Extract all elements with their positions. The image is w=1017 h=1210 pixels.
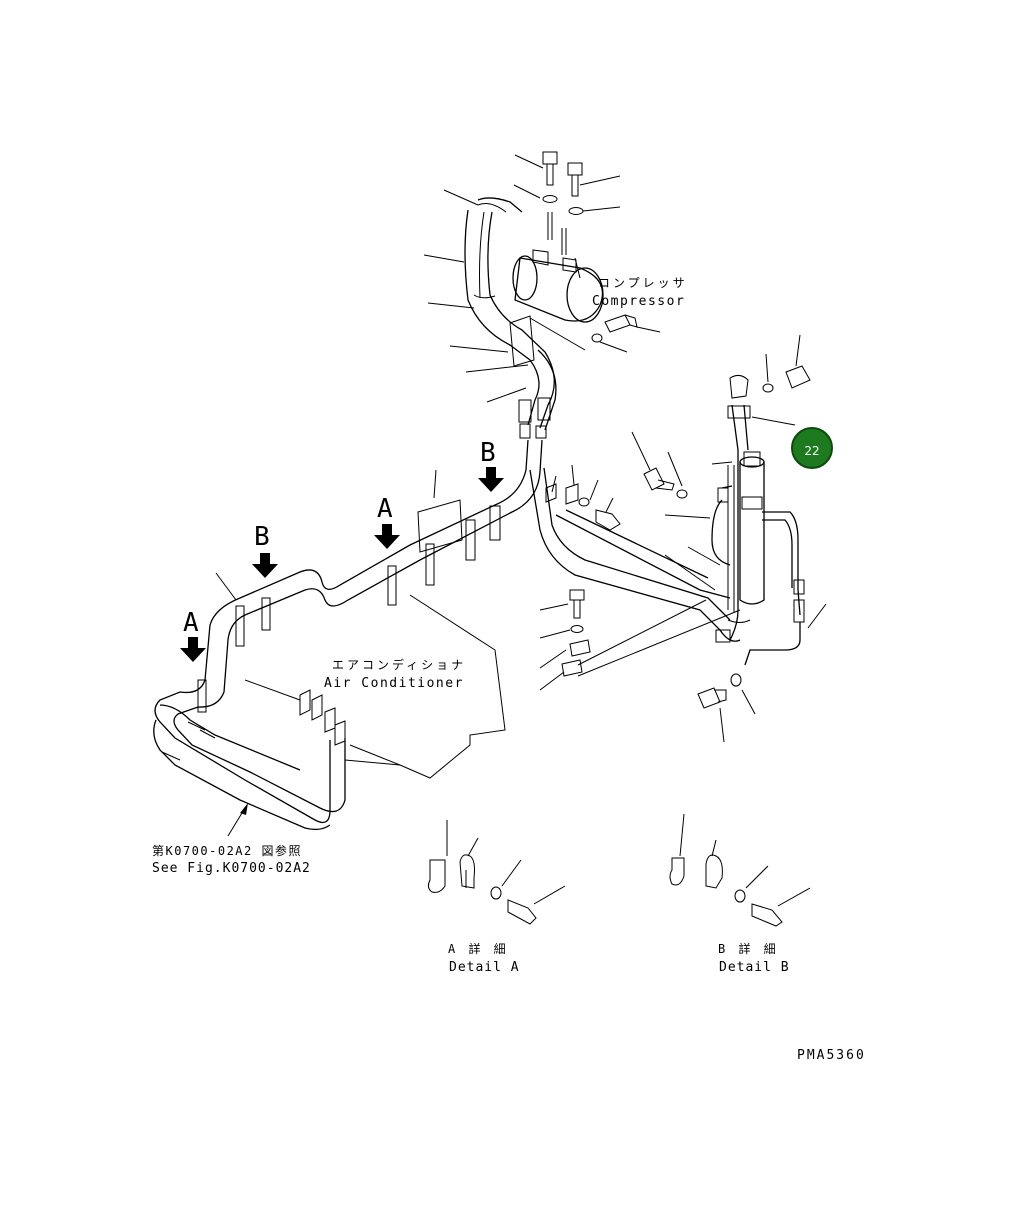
detail-b-label-jp: B 詳 細 [718, 941, 779, 956]
receiver-drier-assembly [529, 334, 827, 743]
detail-a-label-jp: A 詳 細 [448, 941, 509, 956]
bolt-icon [643, 467, 675, 491]
aircon-label-en: Air Conditioner [324, 676, 464, 691]
bolt-icon [697, 687, 727, 709]
view-marker-a-left: A [180, 608, 206, 662]
callout-badge-number: 22 [804, 444, 819, 458]
view-marker-letter: B [254, 522, 270, 552]
view-marker-letter: B [480, 438, 496, 468]
compressor-assembly: コンプレッサ Compressor [512, 151, 688, 353]
compressor-label-en: Compressor [592, 294, 685, 309]
view-marker-b-right: B [478, 438, 504, 492]
aircon-label-jp: エアコンディショナ [332, 657, 466, 672]
bolt-icon [785, 365, 811, 389]
air-conditioner-outline: エアコンディショナ Air Conditioner [324, 594, 506, 779]
view-marker-letter: A [377, 494, 393, 524]
bolt-icon [604, 314, 638, 333]
drawing-number: PMA5360 [797, 1048, 866, 1063]
see-fig-label-en: See Fig.K0700-02A2 [152, 861, 311, 876]
see-fig-label-jp: 第K0700-02A2 図参照 [152, 843, 302, 858]
bolt-icon [569, 589, 585, 619]
bolt-icon [751, 903, 783, 927]
view-marker-letter: A [183, 608, 199, 638]
detail-a: A 詳 細 Detail A [427, 820, 566, 975]
bolt-icon [507, 899, 537, 925]
compressor-label-jp: コンプレッサ [598, 276, 688, 290]
bolt-icon [542, 151, 558, 186]
bolt-icon [567, 162, 583, 197]
detail-a-label-en: Detail A [449, 960, 520, 975]
bolt-icon [595, 509, 621, 531]
view-marker-b-left: B [252, 522, 278, 578]
main-pipe-run [153, 439, 543, 837]
detail-b: B 詳 細 Detail B [669, 813, 811, 975]
compressor-hoses [423, 189, 557, 439]
callout-badge[interactable]: 22 [791, 427, 833, 469]
view-marker-a-center: A [374, 494, 400, 549]
detail-b-label-en: Detail B [719, 960, 790, 975]
